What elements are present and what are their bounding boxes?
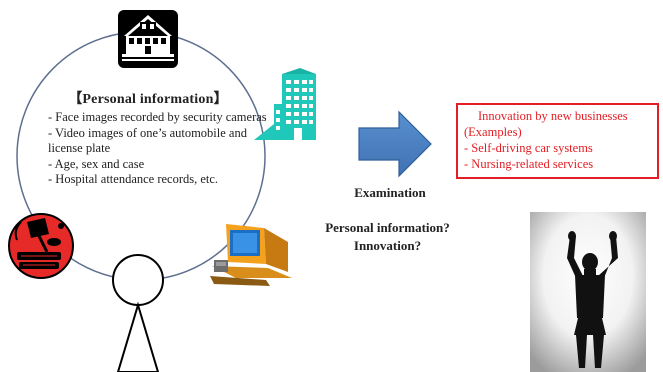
raised-arms-silhouette-photo [530,212,646,372]
innovation-title: Innovation by new businesses [478,109,628,123]
computer-icon [210,224,292,286]
house-icon [118,10,178,68]
books-lamp-icon [8,213,74,279]
person-outline-icon [112,254,164,372]
innovation-box: Innovation by new businesses (Examples) … [456,103,659,179]
list-item: - Age, sex and case [48,156,145,171]
examination-label: Examination [354,185,426,200]
list-item: - Nursing-related services [464,157,594,171]
innovation-subtitle: (Examples) [464,125,522,139]
question-text: Personal information? Innovation? [300,219,475,255]
personal-info-title: 【Personal information】 [68,92,228,107]
list-item: - Face images recorded by security camer… [48,110,267,124]
office-building-icon [254,68,316,140]
list-item: - Self-driving car systems [464,141,593,155]
question-personal-info: Personal information? [325,220,450,235]
list-item: - Hospital attendance records, etc. [48,172,219,187]
question-innovation: Innovation? [353,238,422,253]
personal-info-list: - Face images recorded by security camer… [48,110,270,188]
list-item: - Video images of one’s automobile and l… [48,125,247,156]
examination-arrow [358,110,432,178]
